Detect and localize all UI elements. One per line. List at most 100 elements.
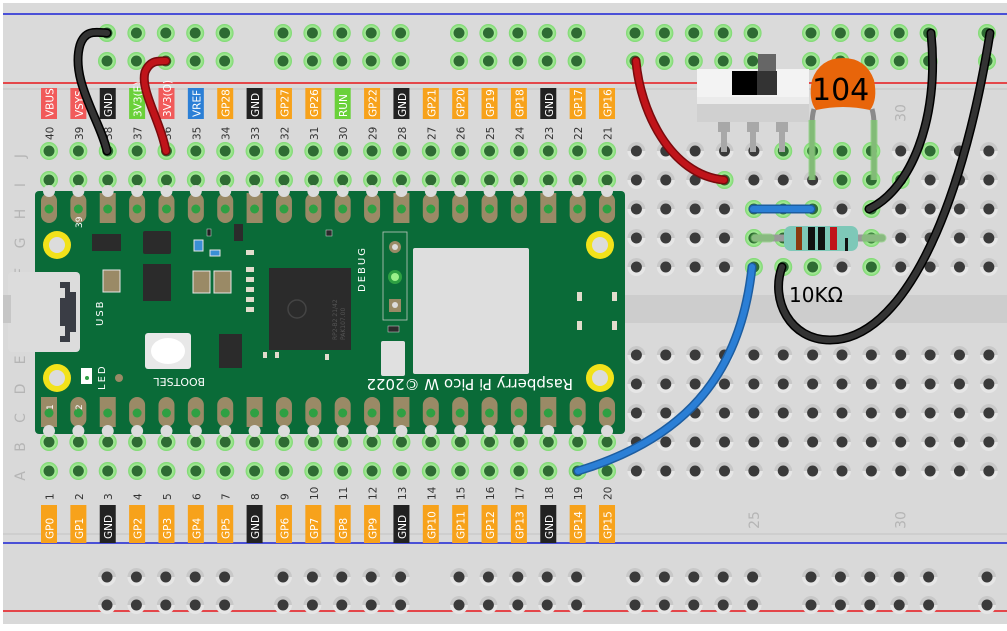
breadboard-hole[interactable] (979, 404, 998, 422)
breadboard-hole[interactable] (686, 433, 705, 451)
breadboard-hole[interactable] (274, 142, 293, 160)
breadboard-hole[interactable] (950, 229, 969, 247)
breadboard-hole[interactable] (215, 24, 234, 42)
breadboard-hole[interactable] (451, 433, 470, 451)
breadboard-hole[interactable] (862, 375, 881, 393)
breadboard-hole[interactable] (921, 346, 940, 364)
breadboard-hole[interactable] (627, 229, 646, 247)
breadboard-hole[interactable] (686, 346, 705, 364)
breadboard-hole[interactable] (774, 171, 793, 189)
breadboard-hole[interactable] (332, 52, 351, 70)
breadboard-hole[interactable] (274, 24, 292, 42)
breadboard-hole[interactable] (274, 462, 293, 480)
breadboard-hole[interactable] (802, 596, 820, 614)
breadboard-hole[interactable] (451, 142, 470, 160)
breadboard-hole[interactable] (891, 229, 910, 247)
breadboard-hole[interactable] (921, 433, 940, 451)
breadboard-hole[interactable] (891, 375, 910, 393)
breadboard-hole[interactable] (274, 568, 292, 586)
breadboard-hole[interactable] (156, 568, 175, 586)
breadboard-hole[interactable] (627, 171, 646, 189)
breadboard-hole[interactable] (127, 568, 146, 586)
breadboard-hole[interactable] (686, 462, 705, 480)
breadboard-hole[interactable] (862, 404, 881, 422)
breadboard-hole[interactable] (509, 462, 528, 480)
breadboard-hole[interactable] (950, 200, 969, 218)
breadboard-hole[interactable] (128, 171, 147, 189)
power-wire-right[interactable] (631, 56, 729, 185)
usb-connector[interactable] (3, 272, 80, 352)
breadboard-hole[interactable] (684, 24, 703, 42)
breadboard-hole[interactable] (715, 258, 734, 276)
breadboard-hole[interactable] (245, 142, 264, 160)
breadboard-hole[interactable] (744, 462, 763, 480)
breadboard-hole[interactable] (157, 462, 176, 480)
breadboard-hole[interactable] (627, 375, 646, 393)
breadboard-hole[interactable] (538, 596, 557, 614)
breadboard-hole[interactable] (832, 462, 851, 480)
breadboard-hole[interactable] (538, 52, 557, 70)
breadboard-hole[interactable] (362, 568, 381, 586)
breadboard-hole[interactable] (451, 171, 470, 189)
breadboard-hole[interactable] (950, 258, 969, 276)
breadboard-hole[interactable] (803, 433, 822, 451)
breadboard-hole[interactable] (156, 24, 175, 42)
resistor[interactable]: 10KΩ (750, 226, 887, 307)
breadboard-hole[interactable] (186, 24, 205, 42)
breadboard-hole[interactable] (303, 24, 322, 42)
breadboard-hole[interactable] (215, 596, 234, 614)
breadboard-hole[interactable] (950, 404, 969, 422)
breadboard-hole[interactable] (186, 142, 205, 160)
breadboard-hole[interactable] (627, 200, 646, 218)
breadboard-hole[interactable] (568, 171, 587, 189)
breadboard-hole[interactable] (803, 258, 822, 276)
breadboard-hole[interactable] (686, 229, 705, 247)
breadboard-hole[interactable] (862, 462, 881, 480)
breadboard-hole[interactable] (891, 346, 910, 364)
breadboard-hole[interactable] (891, 200, 910, 218)
breadboard-hole[interactable] (274, 433, 293, 451)
breadboard-hole[interactable] (832, 375, 851, 393)
breadboard-hole[interactable] (656, 200, 675, 218)
breadboard-hole[interactable] (421, 462, 440, 480)
breadboard-hole[interactable] (862, 346, 881, 364)
breadboard-hole[interactable] (568, 142, 587, 160)
breadboard-hole[interactable] (860, 596, 879, 614)
breadboard-hole[interactable] (684, 596, 703, 614)
breadboard-hole[interactable] (715, 375, 734, 393)
breadboard-hole[interactable] (686, 375, 705, 393)
breadboard-hole[interactable] (714, 568, 733, 586)
breadboard-hole[interactable] (627, 462, 646, 480)
breadboard-hole[interactable] (538, 568, 557, 586)
breadboard-hole[interactable] (921, 142, 940, 160)
breadboard-hole[interactable] (950, 346, 969, 364)
breadboard-hole[interactable] (656, 258, 675, 276)
pico-w-board[interactable]: USB BOOTSEL LED 1 2 39 RP2-B2 21/42 PAK1… (3, 185, 625, 437)
breadboard-hole[interactable] (774, 462, 793, 480)
breadboard-hole[interactable] (157, 171, 176, 189)
breadboard-hole[interactable] (744, 375, 763, 393)
breadboard-hole[interactable] (509, 171, 528, 189)
breadboard-hole[interactable] (686, 142, 705, 160)
breadboard-hole[interactable] (69, 171, 88, 189)
breadboard-hole[interactable] (684, 52, 703, 70)
breadboard-hole[interactable] (832, 142, 851, 160)
breadboard-hole[interactable] (919, 568, 938, 586)
breadboard-hole[interactable] (303, 596, 322, 614)
breadboard-hole[interactable] (40, 142, 58, 160)
breadboard-hole[interactable] (127, 596, 146, 614)
breadboard-hole[interactable] (391, 568, 410, 586)
breadboard-hole[interactable] (186, 52, 205, 70)
breadboard-hole[interactable] (656, 375, 675, 393)
breadboard-hole[interactable] (567, 596, 586, 614)
breadboard-hole[interactable] (391, 596, 410, 614)
breadboard-hole[interactable] (128, 462, 147, 480)
breadboard-hole[interactable] (656, 462, 675, 480)
breadboard-hole[interactable] (919, 596, 938, 614)
breadboard-hole[interactable] (744, 404, 763, 422)
breadboard-hole[interactable] (509, 142, 528, 160)
breadboard-hole[interactable] (655, 596, 674, 614)
breadboard-hole[interactable] (890, 52, 909, 70)
breadboard-hole[interactable] (715, 200, 734, 218)
breadboard-hole[interactable] (832, 171, 851, 189)
